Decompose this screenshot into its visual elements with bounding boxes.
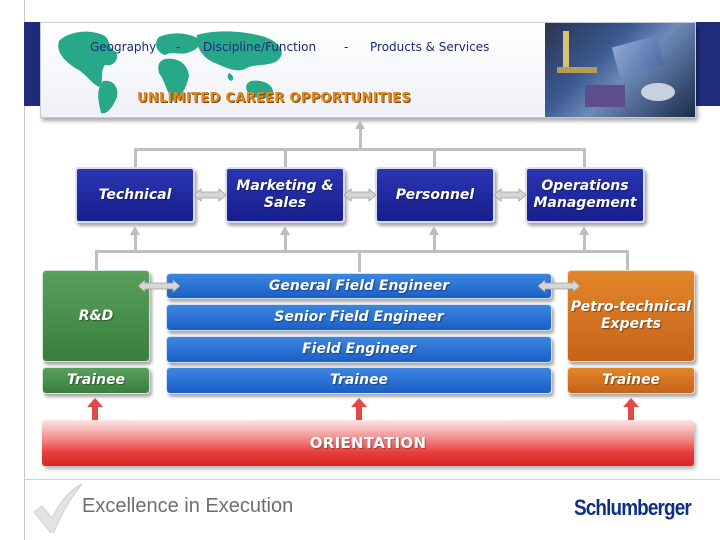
petro-line-1: Petro-technical [571,299,691,315]
personnel-label: Personnel [396,187,474,204]
connector-line [284,148,287,167]
field-trainee-label: Trainee [330,372,388,389]
senior-field-engineer-box: Senior Field Engineer [166,304,552,331]
double-arrow-icon [138,279,180,293]
banner-discipline-function: Discipline/Function [203,40,316,54]
marketing-sales-label: Marketing &Sales [236,178,333,212]
operations-line-1: Operations [541,178,628,194]
arrow-up-icon [355,120,365,129]
header-bar-right [694,22,720,106]
connector-line [626,250,629,270]
general-field-engineer-label: General Field Engineer [269,278,449,295]
connector-line [433,148,436,167]
connector-line [134,148,586,151]
career-banner: Geography - Discipline/Function - Produc… [40,22,696,118]
field-engineer-box: Field Engineer [166,336,552,363]
senior-field-engineer-label: Senior Field Engineer [274,309,444,326]
connector-line [95,250,628,253]
field-engineer-label: Field Engineer [302,341,416,358]
petro-trainee-label: Trainee [602,372,660,389]
field-trainee-box: Trainee [166,367,552,394]
double-arrow-icon [538,279,580,293]
petro-trainee-box: Trainee [567,367,695,394]
double-arrow-icon [494,188,526,202]
orientation-label: ORIENTATION [310,434,427,452]
connector-line [358,250,361,272]
rnd-trainee-box: Trainee [42,367,150,394]
banner-geography: Geography [90,40,156,54]
connector-line [359,128,362,150]
personnel-box: Personnel [375,167,495,223]
footer-rule [24,479,720,480]
rnd-box: R&D [42,270,150,362]
petro-line-2: Experts [601,316,661,332]
marketing-line-1: Marketing & [236,178,333,194]
banner-separator: - [176,40,180,54]
schlumberger-logo: Schlumberger [574,495,691,521]
technical-box: Technical [75,167,195,223]
technical-label: Technical [99,187,172,204]
general-field-engineer-box: General Field Engineer [166,273,552,299]
double-arrow-icon [344,188,376,202]
banner-separator: - [344,40,348,54]
orientation-bar: ORIENTATION [42,420,694,466]
footer-tagline: Excellence in Execution [82,495,293,518]
double-arrow-icon [194,188,226,202]
banner-title: UNLIMITED CAREER OPPORTUNITIES [137,91,411,106]
connector-line [583,148,586,167]
connector-line [95,250,98,270]
checkmark-icon [30,482,84,536]
header-bar-left [24,22,40,106]
marketing-line-2: Sales [264,195,306,211]
rnd-trainee-label: Trainee [67,372,125,389]
red-arrow-up-icon [351,398,367,420]
marketing-sales-box: Marketing &Sales [225,167,345,223]
red-arrow-up-icon [623,398,639,420]
banner-products-services: Products & Services [370,40,489,54]
red-arrow-up-icon [87,398,103,420]
rnd-label: R&D [79,308,114,325]
oilfield-photo [545,23,695,117]
connector-line [134,148,137,167]
operations-line-2: Management [533,195,636,211]
